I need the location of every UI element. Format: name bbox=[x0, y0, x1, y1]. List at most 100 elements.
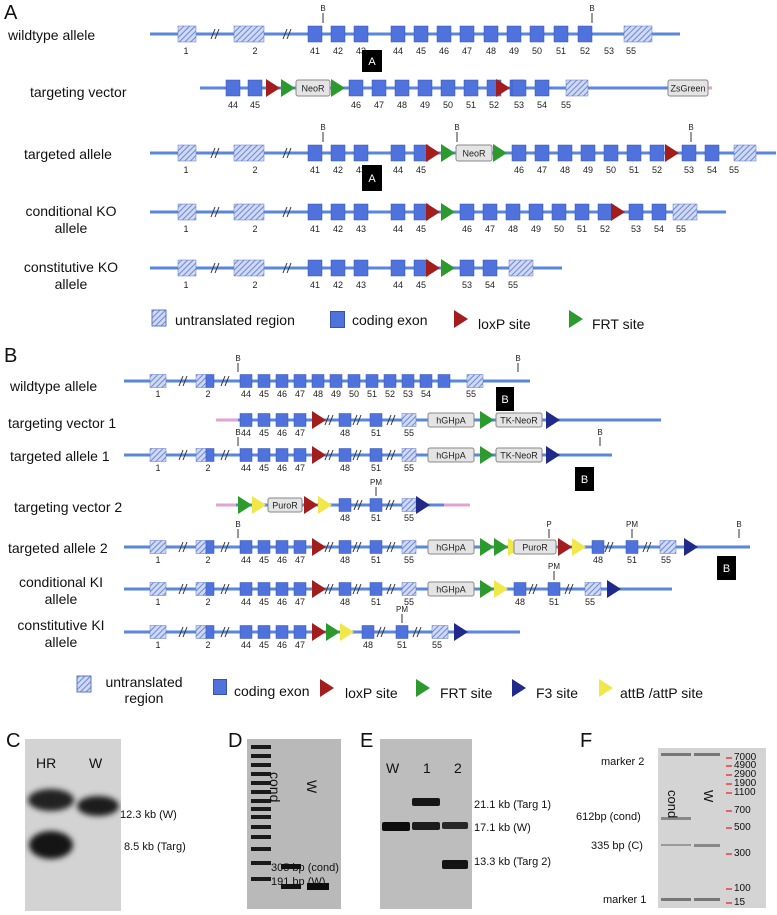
gel-f-ladder-tick bbox=[726, 888, 732, 890]
b-ta2-num-10: 51 bbox=[627, 555, 637, 565]
a-ta-num-8: 47 bbox=[537, 165, 547, 175]
b-wt-break1-a bbox=[178, 375, 184, 387]
b-wt-site-b2-label: B bbox=[515, 354, 520, 363]
gel-d-ladder bbox=[251, 745, 271, 905]
a-cko-exon-a3 bbox=[390, 259, 406, 277]
a-ta-num-12: 51 bbox=[629, 165, 639, 175]
gel-f-lane-w: W bbox=[701, 790, 716, 803]
a-tv-exon-m5 bbox=[463, 79, 479, 97]
b-cki-num-8: 55 bbox=[404, 597, 414, 607]
a-wt-exon-4 bbox=[413, 25, 429, 43]
b-ta2-exon-a0 bbox=[239, 540, 253, 554]
a-ta-utr-1 bbox=[177, 144, 197, 162]
b-ta2-num-5: 47 bbox=[295, 555, 305, 565]
a-wt-num-1: 2 bbox=[252, 46, 257, 56]
legend-a-exon: coding exon bbox=[352, 312, 428, 328]
b-tv2-attb-2 bbox=[318, 496, 332, 514]
b-coki-num-6: 48 bbox=[363, 640, 373, 650]
b-ta2-exon-48a bbox=[338, 540, 352, 554]
b-tv1-frt bbox=[480, 411, 494, 429]
b-wt-probe-label: B bbox=[501, 394, 508, 406]
a-ta-num-2: 41 bbox=[310, 165, 320, 175]
b-cki-site-pm-label: PM bbox=[548, 562, 560, 571]
a-ta-exon-b4 bbox=[603, 144, 619, 162]
b-ta1-site-b1-label: B bbox=[235, 428, 240, 437]
a-tv-num-5: 49 bbox=[420, 100, 430, 110]
b-ta2-break3-b bbox=[328, 541, 334, 553]
b-wt-exon-5 bbox=[329, 374, 343, 388]
b-wt-exon-4 bbox=[311, 374, 325, 388]
b-coki-break1-a bbox=[178, 626, 184, 638]
b-cki-frt bbox=[480, 580, 494, 598]
b-ta2-num-4: 46 bbox=[277, 555, 287, 565]
a-cko-exon-54 bbox=[482, 259, 498, 277]
a-wt-break1-b bbox=[214, 28, 220, 40]
gel-f-cond-marker2 bbox=[661, 753, 691, 756]
b-wt-exon-11 bbox=[437, 374, 451, 388]
panel-f-letter: F bbox=[580, 730, 593, 752]
a-ta-exon-53 bbox=[681, 144, 697, 162]
a-cko-num-9: 55 bbox=[508, 280, 518, 290]
a-ck-num-0: 1 bbox=[183, 224, 188, 234]
b-ta2-hghpa-label: hGHpA bbox=[436, 543, 466, 553]
a-cko-utr-2 bbox=[233, 259, 265, 277]
a-ck-num-1: 2 bbox=[252, 224, 257, 234]
a-ck-num-11: 50 bbox=[554, 224, 564, 234]
row-b-tv1-label: targeting vector 1 bbox=[8, 415, 117, 431]
gel-d-cond-band-upper bbox=[281, 864, 301, 869]
b-coki-attb bbox=[340, 623, 354, 641]
b-wt-num-7: 49 bbox=[331, 389, 341, 399]
gel-d-ladder-band bbox=[251, 754, 271, 758]
b-ta1-utr-1 bbox=[149, 448, 167, 462]
a-wt-exon-9 bbox=[529, 25, 545, 43]
b-tv1-exon-48 bbox=[338, 413, 352, 427]
b-wt-num-11: 53 bbox=[403, 389, 413, 399]
b-coki-num-4: 46 bbox=[277, 640, 287, 650]
gel-f-ladder-tick bbox=[726, 765, 732, 767]
gel-d-ladder-band bbox=[251, 790, 271, 794]
b-coki-exon-a0 bbox=[239, 625, 253, 639]
legend-b-exon-swatch bbox=[213, 679, 227, 695]
panel-e-letter: E bbox=[360, 730, 374, 752]
a-ta-num-3: 42 bbox=[333, 165, 343, 175]
a-wt-site-b2-label: B bbox=[589, 4, 594, 13]
b-wt-num-12: 54 bbox=[421, 389, 431, 399]
a-ta-probe bbox=[362, 165, 382, 191]
b-coki-num-5: 47 bbox=[295, 640, 305, 650]
a-wt-num-13: 52 bbox=[580, 46, 590, 56]
b-tv2-break2-a bbox=[385, 499, 391, 511]
a-wt-exon-7 bbox=[483, 25, 499, 43]
a-wt-num-7: 46 bbox=[439, 46, 449, 56]
gel-d-ladder-band bbox=[251, 807, 271, 811]
a-wt-num-9: 48 bbox=[486, 46, 496, 56]
gel-f-ladder-tick bbox=[726, 757, 732, 759]
b-coki-num-0: 1 bbox=[155, 640, 160, 650]
b-cki-break4-b bbox=[356, 583, 362, 595]
gel-d-lane-cond: cond bbox=[267, 772, 283, 803]
b-ta2-num-0: 1 bbox=[155, 555, 160, 565]
b-coki-exon-2b bbox=[205, 625, 215, 639]
a-ta-num-5: 44 bbox=[393, 165, 403, 175]
b-coki-num-3: 45 bbox=[259, 640, 269, 650]
b-tv2-frt bbox=[238, 496, 252, 514]
b-wt-num-2: 44 bbox=[241, 389, 251, 399]
b-ta1-frt bbox=[480, 446, 494, 464]
a-wt-num-10: 49 bbox=[509, 46, 519, 56]
b-ta2-site-p-label: P bbox=[546, 520, 551, 529]
b-tv1-num-4: 48 bbox=[340, 428, 350, 438]
b-wt-exon-2b bbox=[205, 374, 215, 388]
b-cki-break6-a bbox=[528, 583, 534, 595]
a-wt-num-14: 53 bbox=[604, 46, 614, 56]
b-cki-hghpa-label: hGHpA bbox=[436, 585, 466, 595]
b-tv1-exon-51 bbox=[369, 413, 383, 427]
a-ta-break2-b bbox=[286, 147, 292, 159]
a-tv-num-6: 50 bbox=[443, 100, 453, 110]
b-coki-exon-48 bbox=[361, 625, 375, 639]
b-ta2-exon-51a bbox=[369, 540, 383, 554]
a-ck-exon-b2 bbox=[505, 203, 521, 221]
b-wt-num-0: 1 bbox=[155, 389, 160, 399]
a-tv-num-8: 52 bbox=[489, 100, 499, 110]
a-tv-num-2: 46 bbox=[351, 100, 361, 110]
